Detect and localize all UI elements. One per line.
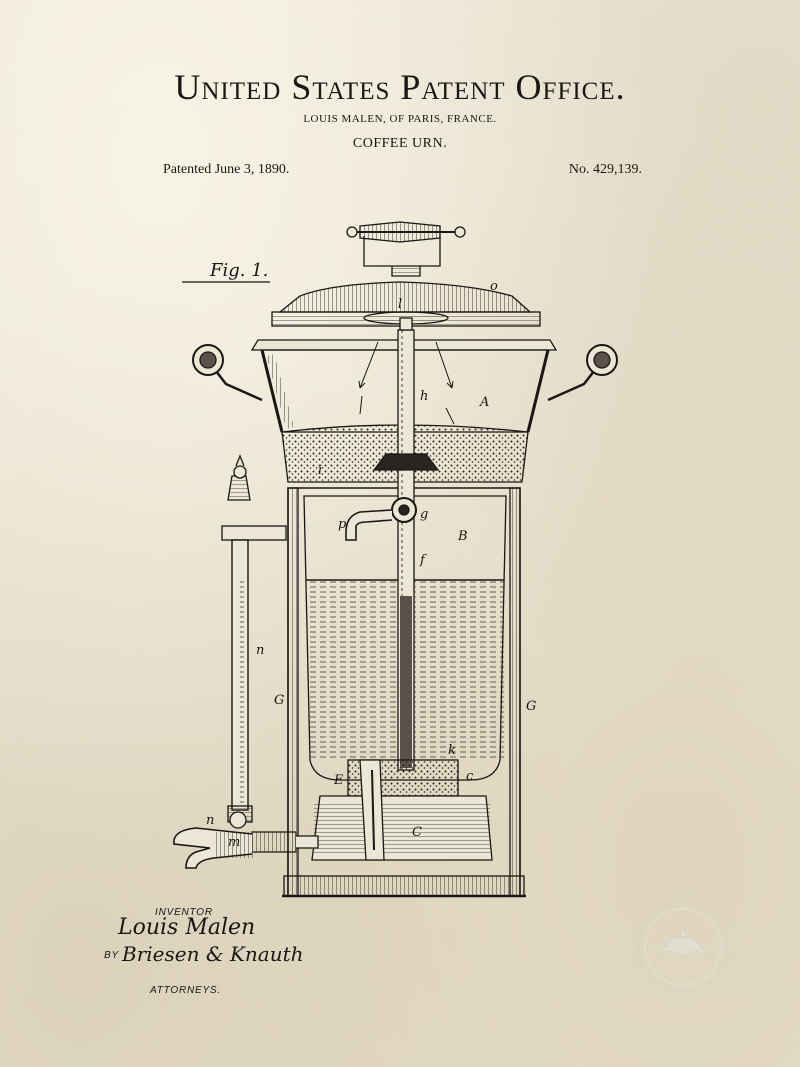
inventor-line: LOUIS MALEN, OF PARIS, FRANCE. xyxy=(303,113,497,125)
attorneys-signature: Briesen & Knauth xyxy=(122,942,304,966)
invention-title: COFFEE URN. xyxy=(352,136,448,151)
patent-number: No. 429,139. xyxy=(568,162,642,177)
ref-h: h xyxy=(420,389,428,404)
ref-E: E xyxy=(333,773,344,788)
ref-l: l xyxy=(398,297,402,312)
ref-B: B xyxy=(457,529,468,544)
ref-m: m xyxy=(228,835,240,850)
ref-C: C xyxy=(412,825,422,840)
ref-o: o xyxy=(490,279,498,294)
ref-A: A xyxy=(479,395,489,410)
ref-k: k xyxy=(448,743,456,758)
figure-label: Fig. 1. xyxy=(209,260,268,281)
ref-n2: n xyxy=(206,813,214,828)
inventor-signature: Louis Malen xyxy=(118,915,256,940)
ref-G-right: G xyxy=(526,699,536,714)
seal-emblem xyxy=(630,894,736,1000)
ref-G-left: G xyxy=(274,693,284,708)
ref-f: f xyxy=(419,553,427,568)
attorneys-label: ATTORNEYS. xyxy=(150,985,221,996)
inventor-label: INVENTOR xyxy=(155,907,213,918)
coffee-urn-drawing: Fig. 1. xyxy=(173,221,618,898)
ref-i: i xyxy=(318,463,322,478)
ref-p: p xyxy=(338,517,347,532)
ref-c: c xyxy=(466,769,474,784)
ref-n: n xyxy=(256,643,264,658)
patent-office-title: United States Patent Office. xyxy=(174,67,626,107)
patent-date: Patented June 3, 1890. xyxy=(163,162,290,177)
ref-g: g xyxy=(420,507,428,522)
by-label: BY xyxy=(104,950,119,961)
